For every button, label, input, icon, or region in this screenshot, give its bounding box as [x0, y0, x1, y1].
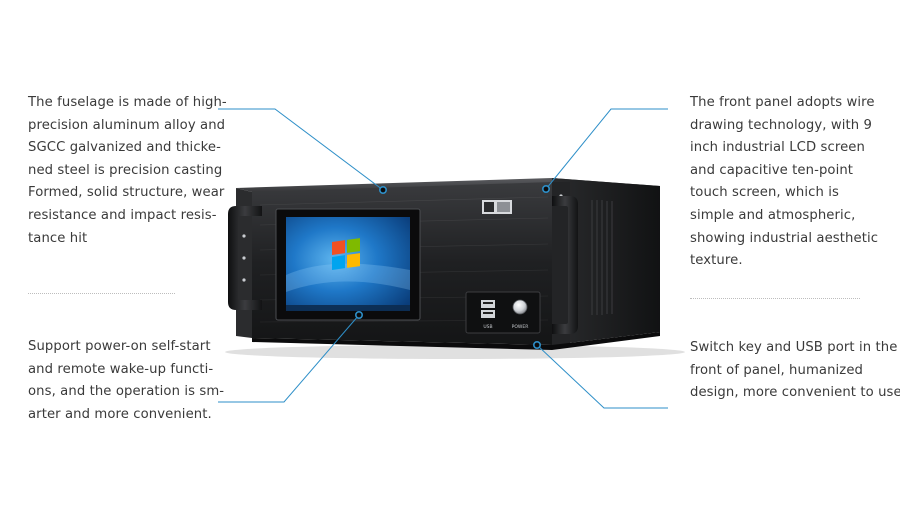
- callout-switch-usb-text: Switch key and USB port in the front of …: [690, 340, 900, 401]
- screen-glow: [286, 263, 410, 292]
- callout-power-on-text: Support power-on self-start and remote w…: [28, 339, 225, 422]
- screen-taskbar: [286, 305, 410, 311]
- device-shadow: [225, 345, 685, 359]
- connector-fuselage: [218, 108, 384, 191]
- connector-power-on: [218, 314, 360, 403]
- connector-front-panel: [545, 108, 668, 190]
- divider-left: [28, 293, 175, 294]
- power-label: POWER: [512, 324, 529, 330]
- callout-markers: [354, 185, 550, 349]
- divider-right: [690, 298, 860, 299]
- windows-logo-icon: [332, 238, 360, 270]
- connector-switch-usb: [536, 344, 668, 409]
- marker-power-on: [354, 310, 363, 319]
- marker-switch-usb: [532, 340, 541, 349]
- brand-logo: [482, 200, 512, 214]
- chassis-side: [552, 178, 660, 345]
- usb-label: USB: [483, 324, 492, 330]
- left-handle: [228, 206, 262, 310]
- usb-port[interactable]: [481, 300, 495, 318]
- right-rack-ear: [552, 182, 570, 346]
- power-button[interactable]: [512, 299, 528, 315]
- right-handle: [552, 196, 578, 334]
- callout-front-panel-text: The front panel adopts wire drawing tech…: [690, 95, 879, 269]
- callout-fuselage-text: The fuselage is made of high- precision …: [28, 95, 227, 246]
- marker-fuselage: [378, 186, 387, 195]
- side-vents: [591, 200, 613, 315]
- marker-front-panel: [541, 185, 550, 194]
- chassis-bottom: [252, 332, 660, 350]
- callout-connectors: [218, 108, 668, 409]
